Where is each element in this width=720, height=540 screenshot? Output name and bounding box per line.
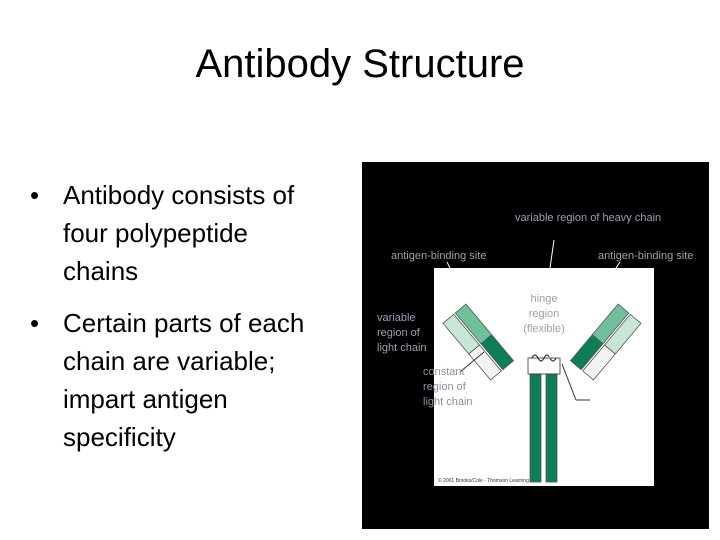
hinge-box [527,357,561,375]
leader-antigen-left [446,261,458,283]
label-antigen-binding-site-right: antigen-binding site [598,250,694,262]
leader-antigen-right [607,261,621,281]
leader-constant-light [459,351,485,373]
bullet-dot-icon: • [30,308,40,338]
left-arm [442,303,515,381]
label-hinge-region: hinge region (flexible) [523,293,565,335]
leader-variable-heavy [547,239,555,283]
right-light-variable [604,313,642,355]
bullet-text: Certain parts of each chain are variable… [63,308,305,452]
right-heavy-variable [591,303,630,345]
label-constant-light-region: constant region of light chain [423,366,473,408]
label-variable-heavy-region: variable region of heavy chain [515,212,662,224]
label-antigen-binding-site-left: antigen-binding site [391,250,487,262]
right-arm [569,303,642,381]
bullet-item: • Antibody consists of four polypeptide … [30,176,330,290]
bullet-item: • Certain parts of each chain are variab… [30,304,330,456]
bullet-dot-icon: • [30,180,40,210]
left-light-variable [442,313,480,355]
leader-side [561,363,577,401]
bullet-text: Antibody consists of four polypeptide ch… [63,180,295,286]
copyright-text: © 2001 Brooks/Cole - Thomson Learning [438,478,529,484]
label-variable-light-region: variable region of light chain [377,312,427,354]
antibody-figure: variable region of heavy chain antigen-b… [362,162,709,529]
antibody-diagram [434,239,654,486]
left-heavy-variable [454,303,493,345]
stem-heavy-left [529,373,542,483]
stem-heavy-right [545,373,558,483]
slide-title: Antibody Structure [195,42,525,86]
bullet-list: • Antibody consists of four polypeptide … [30,176,330,470]
